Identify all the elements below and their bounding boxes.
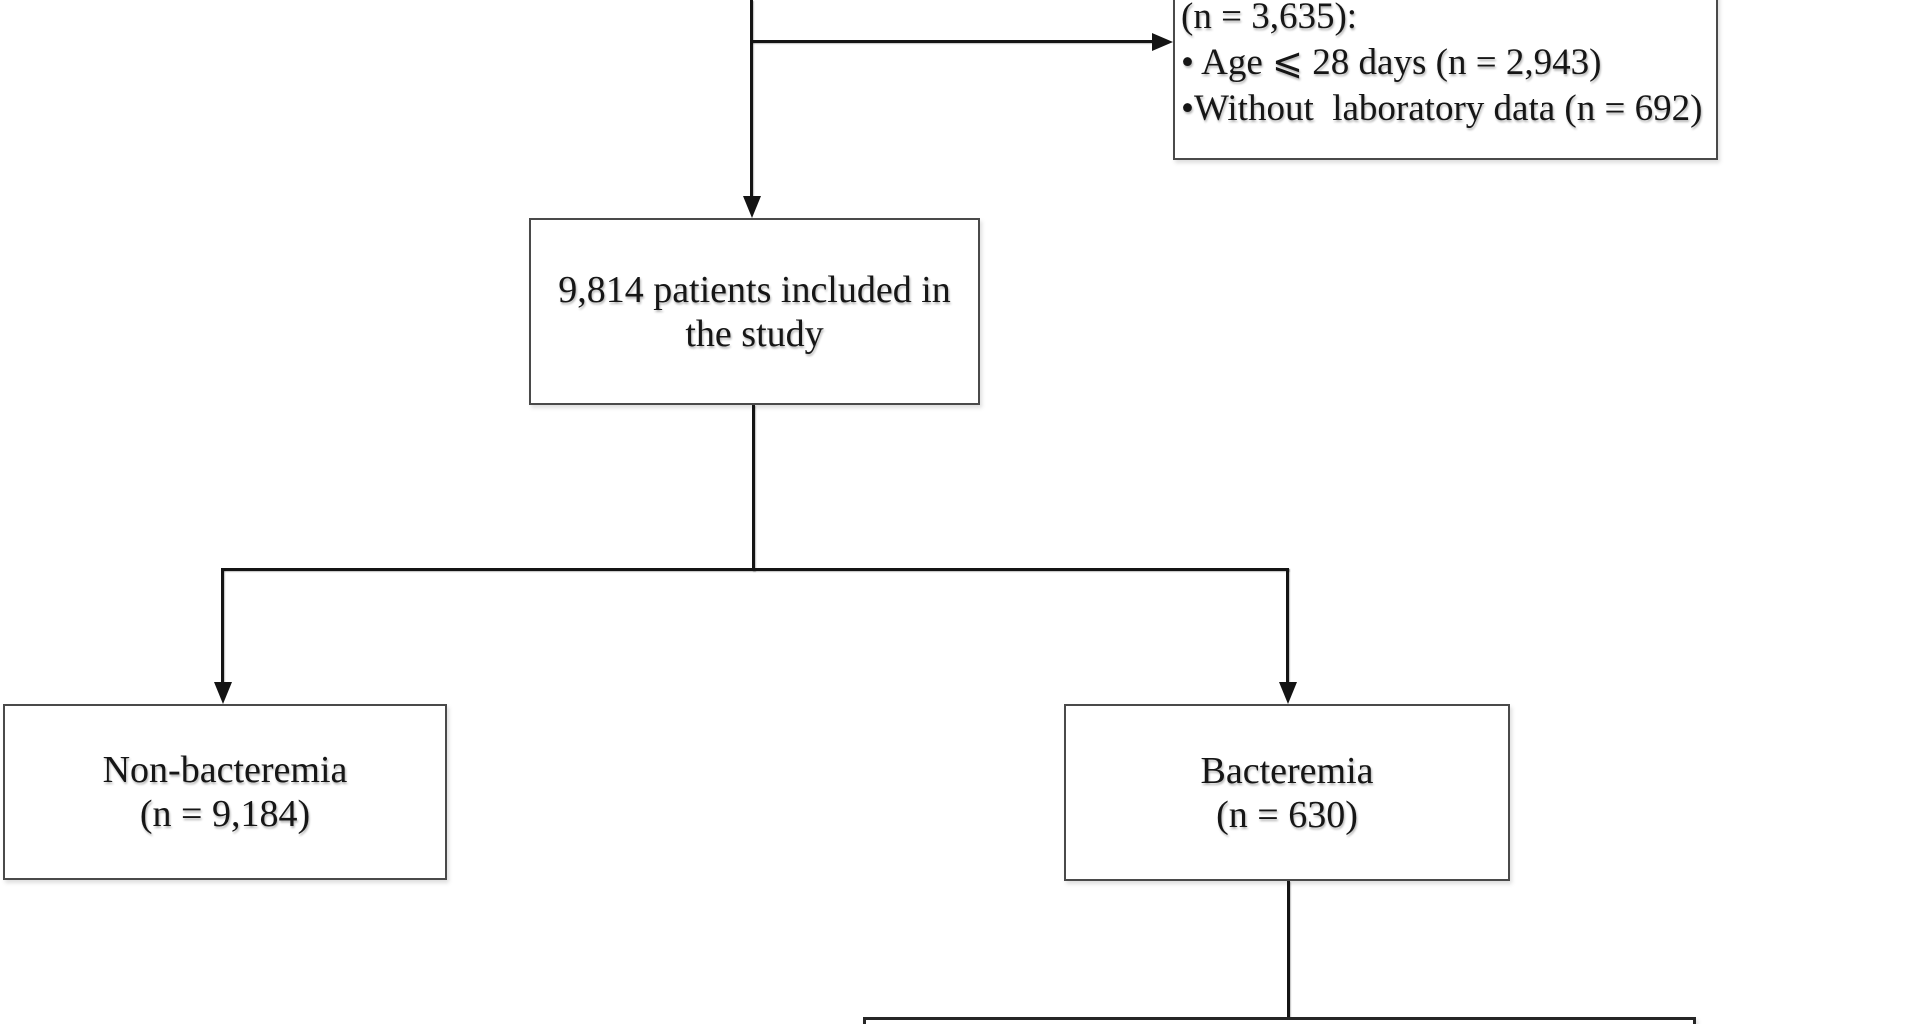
arrowhead-down-non-bacteremia xyxy=(214,682,232,704)
connector-bacteremia-drop xyxy=(1287,881,1290,1018)
arrowhead-down-included xyxy=(743,196,761,218)
included-box: 9,814 patients included in the study xyxy=(529,218,980,405)
non-bacteremia-label: Non-bacteremia xyxy=(102,749,348,791)
arrowhead-down-bacteremia xyxy=(1279,682,1297,704)
bacteremia-box: Bacteremia (n = 630) xyxy=(1064,704,1510,881)
non-bacteremia-count: (n = 9,184) xyxy=(139,793,311,835)
exclusion-bullet-laboratory: •Without laboratory data (n = 692) xyxy=(1181,88,1703,129)
bacteremia-label: Bacteremia xyxy=(1200,749,1374,792)
exclusion-box: (n = 3,635): • Age ⩽ 28 days (n = 2,943)… xyxy=(1173,0,1718,160)
bottom-box-partial xyxy=(863,1017,1696,1024)
exclusion-count-line: (n = 3,635): xyxy=(1181,0,1358,37)
connector-center-vertical xyxy=(752,405,755,571)
included-line-2: the study xyxy=(685,312,824,355)
connector-exclusion-horizontal xyxy=(750,40,1154,43)
bacteremia-count: (n = 630) xyxy=(1216,793,1358,836)
connector-top-vertical xyxy=(750,0,753,198)
connector-left-drop xyxy=(221,568,224,684)
non-bacteremia-box: Non-bacteremia (n = 9,184) xyxy=(3,704,447,880)
exclusion-bullet-age: • Age ⩽ 28 days (n = 2,943) xyxy=(1181,42,1602,83)
connector-right-drop xyxy=(1286,568,1289,684)
included-line-1: 9,814 patients included in xyxy=(558,268,951,311)
arrowhead-right-exclusion xyxy=(1152,33,1173,51)
connector-branch-horizontal xyxy=(221,568,1289,571)
